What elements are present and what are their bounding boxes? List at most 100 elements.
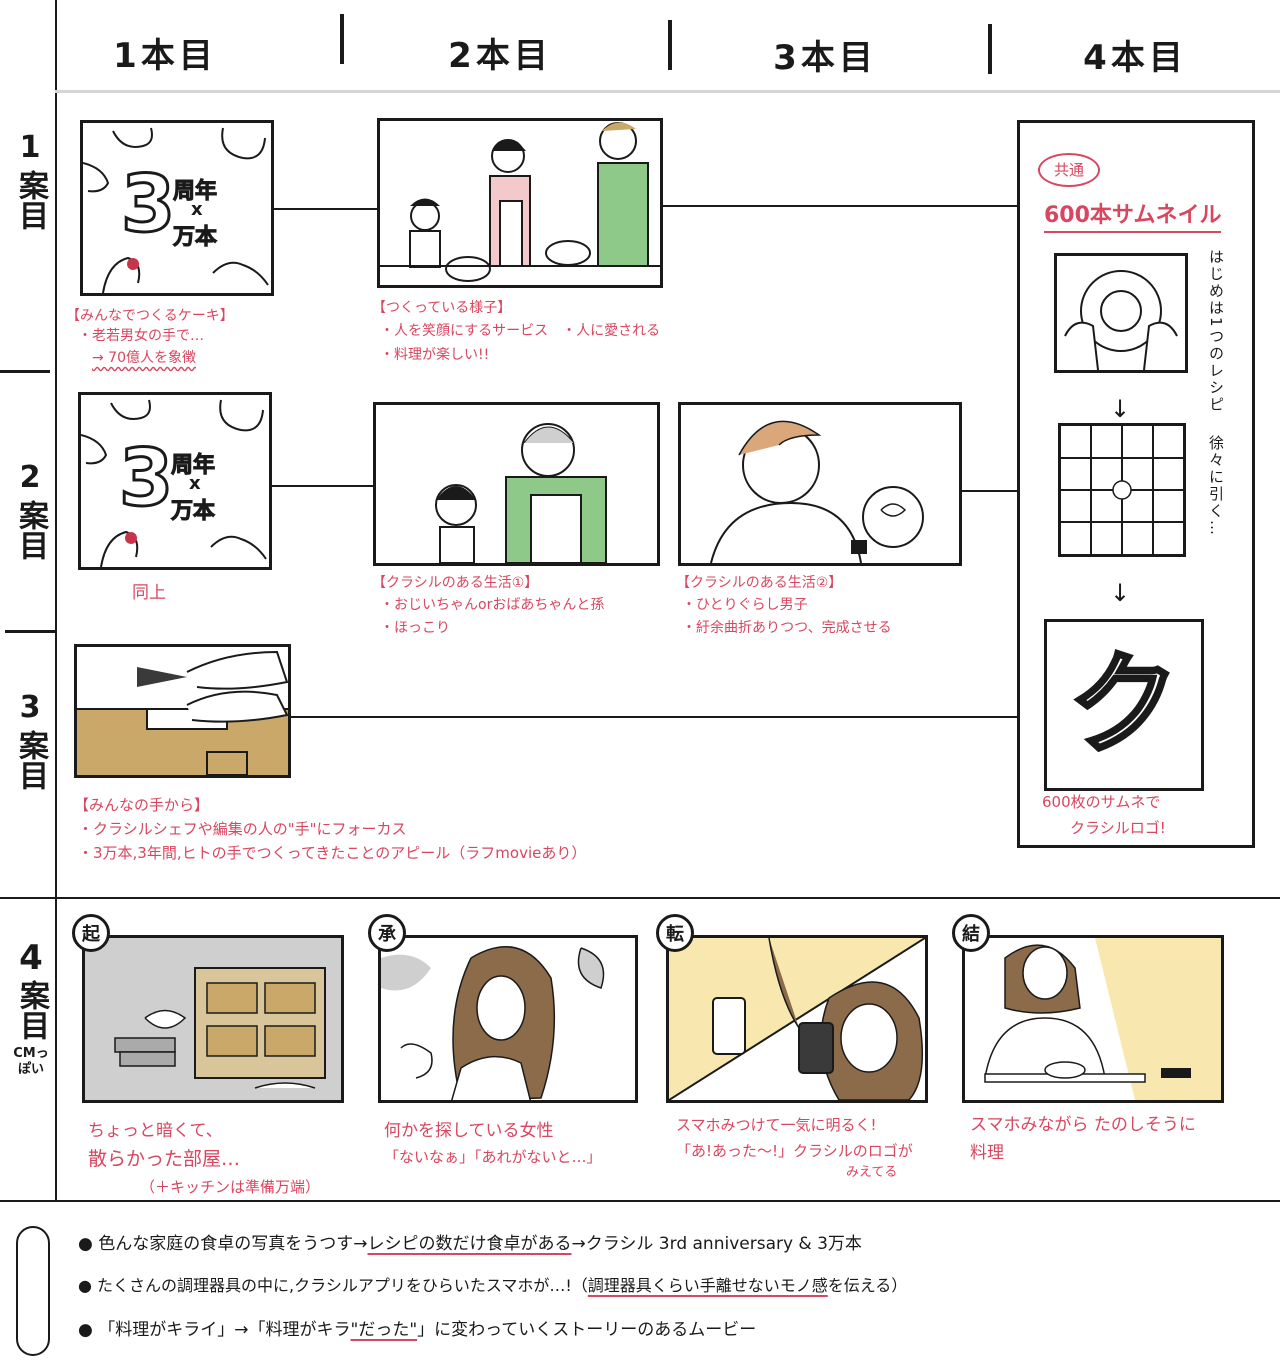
scene-r4-3-line2: 「あ!あった〜!」クラシルのロゴが <box>676 1142 913 1160</box>
scene-r4-3-line1: スマホみつけて一気に明るく! <box>676 1116 877 1134</box>
row-header-3: 3 案目 <box>10 690 50 790</box>
scene-r3c1-title: 【みんなの手から】 <box>74 796 210 814</box>
row-header-4: 4 案目 CMっぽい <box>8 940 54 1078</box>
scene-r4-1-line1: ちょっと暗くて、 <box>88 1121 223 1141</box>
mini-bullet-1: ● 色んな家庭の食卓の写真をうつす→レシピの数だけ食卓がある→クラシル 3rd … <box>78 1234 862 1254</box>
bullet-icon: ● <box>78 1234 99 1254</box>
column-header-3: 3本目 <box>773 38 877 78</box>
scene-r2c2-line1: ・おじいちゃんorおばあちゃんと孫 <box>380 597 605 613</box>
scene-r4-2-frame <box>378 935 638 1103</box>
scene-r2c2-line2: ・ほっこり <box>380 620 450 636</box>
cake-number: 3 <box>117 434 174 524</box>
column-divider-3 <box>988 24 992 74</box>
scene-r4-1-line3: （＋キッチンは準備万端） <box>140 1178 321 1196</box>
ketsu-mark: 結 <box>952 914 990 952</box>
row-divider-3 <box>0 897 1280 899</box>
common-side-note-2: 徐々に引く… <box>1207 435 1225 537</box>
scene-r4-3-frame <box>666 935 928 1103</box>
family-cooking-illustration <box>380 122 660 282</box>
hands-illustration <box>83 127 269 293</box>
grid-illustration <box>1061 426 1183 554</box>
scene-r1c2-frame <box>377 118 663 288</box>
row-label: 案目 <box>14 980 49 1040</box>
row-header-1: 1 案目 <box>10 130 50 230</box>
row-divider-4 <box>0 1200 1280 1202</box>
mini-bullet-2: ● たくさんの調理器具の中に,クラシルアプリをひらいたスマホが…!（調理器具くら… <box>78 1276 908 1295</box>
column-divider-2 <box>668 20 672 70</box>
mini-bullet-3: ● 「料理がキライ」→「料理がキラ"だった"」に変わっていくストーリーのあるムー… <box>78 1320 757 1340</box>
connector-row1 <box>272 208 377 210</box>
scene-r1c2-line2: ・料理が楽しい!! <box>380 347 490 363</box>
common-caption-2: クラシルロゴ! <box>1070 819 1166 837</box>
scene-r3c1-frame <box>74 644 291 778</box>
kurashiru-logo-icon: ク <box>1067 639 1181 771</box>
scene-r4-1-frame <box>82 935 344 1103</box>
cake-x: x <box>189 473 201 494</box>
bullet-icon: ● <box>78 1276 98 1295</box>
single-man-illustration <box>710 420 924 563</box>
scene-r2c1-cake-frame: 3 周年 x 万本 <box>78 392 272 570</box>
scene-r4-3-line3: みえてる <box>846 1165 898 1180</box>
cake-line2: 万本 <box>170 499 216 525</box>
common-badge: 共通 <box>1038 153 1100 187</box>
scene-r2c2-title: 【クラシルのある生活①】 <box>372 575 539 591</box>
column-header-2: 2本目 <box>448 36 552 76</box>
common-thumb-grid <box>1058 423 1186 557</box>
scene-r1c2-line1: ・人を笑顔にするサービス ・人に愛される <box>380 323 661 339</box>
row-number: 1 <box>19 130 41 165</box>
scene-r3c1-line2: ・3万本,3年間,ヒトの手でつくってきたことのアピール（ラフmovieあり） <box>78 844 587 862</box>
mini-badge <box>16 1226 50 1356</box>
grandparent-illustration <box>435 423 607 563</box>
common-thumb-logo: ク <box>1044 619 1204 791</box>
scene-r1c1-title: 【みんなでつくるケーキ】 <box>66 308 234 324</box>
common-thumb-single <box>1054 253 1188 373</box>
phone-found-illustration <box>669 938 925 1100</box>
connector-row2 <box>270 485 374 487</box>
row-divider-1 <box>0 370 50 373</box>
scene-r4-4-frame <box>962 935 1224 1103</box>
scene-r4-4-line1: スマホみながら たのしそうに <box>970 1115 1196 1135</box>
cake-x: x <box>191 199 203 220</box>
sho-mark: 承 <box>368 914 406 952</box>
connector-row2b <box>962 490 1018 492</box>
scene-r4-4-line2: 料理 <box>970 1143 1004 1163</box>
column-divider-1 <box>340 14 344 64</box>
scene-r4-2-line2: 「ないなぁ」「あれがないと…」 <box>384 1148 602 1166</box>
row-label: 案目 <box>13 170 48 230</box>
scene-r2c3-frame <box>678 402 962 566</box>
down-arrow-icon: ↓ <box>1110 395 1131 423</box>
scene-r3c1-line1: ・クラシルシェフや編集の人の"手"にフォーカス <box>78 820 407 838</box>
happy-cooking-illustration <box>984 938 1221 1100</box>
cake-line2: 万本 <box>172 225 218 251</box>
scene-r1c2-title: 【つくっている様子】 <box>372 300 512 316</box>
row-number: 4 <box>19 938 43 978</box>
row-number: 3 <box>19 690 41 725</box>
row-note: CMっぽい <box>13 1046 49 1077</box>
messy-room-illustration <box>114 967 326 1089</box>
chopping-hands-illustration <box>77 650 288 775</box>
down-arrow-icon: ↓ <box>1110 579 1131 607</box>
scene-r2c3-line2: ・紆余曲折ありつつ、完成させる <box>682 620 892 636</box>
header-left-divider <box>55 0 57 1200</box>
common-caption-1: 600枚のサムネで <box>1042 793 1161 811</box>
scene-r4-2-line1: 何かを探している女性 <box>384 1121 554 1141</box>
scene-r4-1-line2: 散らかった部屋… <box>88 1148 241 1170</box>
common-side-note-1: はじめは1つのレシピ <box>1207 249 1225 414</box>
cake-number: 3 <box>119 160 176 250</box>
scene-r1c1-line1: ・老若男女の手で… <box>78 328 204 344</box>
common-heading: 600本サムネイル <box>1044 197 1222 233</box>
hands-illustration <box>81 399 267 567</box>
bullet-icon: ● <box>78 1320 99 1340</box>
ten-mark: 転 <box>656 914 694 952</box>
common-panel: 共通 600本サムネイル はじめは1つのレシピ ↓ 徐々に引く… ↓ ク 600… <box>1017 120 1255 848</box>
header-bottom-divider <box>55 90 1280 93</box>
row-number: 2 <box>19 460 41 495</box>
scene-r1c1-line2: → 70億人を象徴 <box>92 350 196 366</box>
cake-line1: 周年 <box>172 179 218 205</box>
ki-mark: 起 <box>72 914 110 952</box>
column-header-1: 1本目 <box>113 36 217 76</box>
cake-line1: 周年 <box>170 453 216 479</box>
plate-illustration <box>1064 270 1178 370</box>
row-label: 案目 <box>13 730 48 790</box>
scene-r2c3-line1: ・ひとりぐらし男子 <box>682 597 808 613</box>
